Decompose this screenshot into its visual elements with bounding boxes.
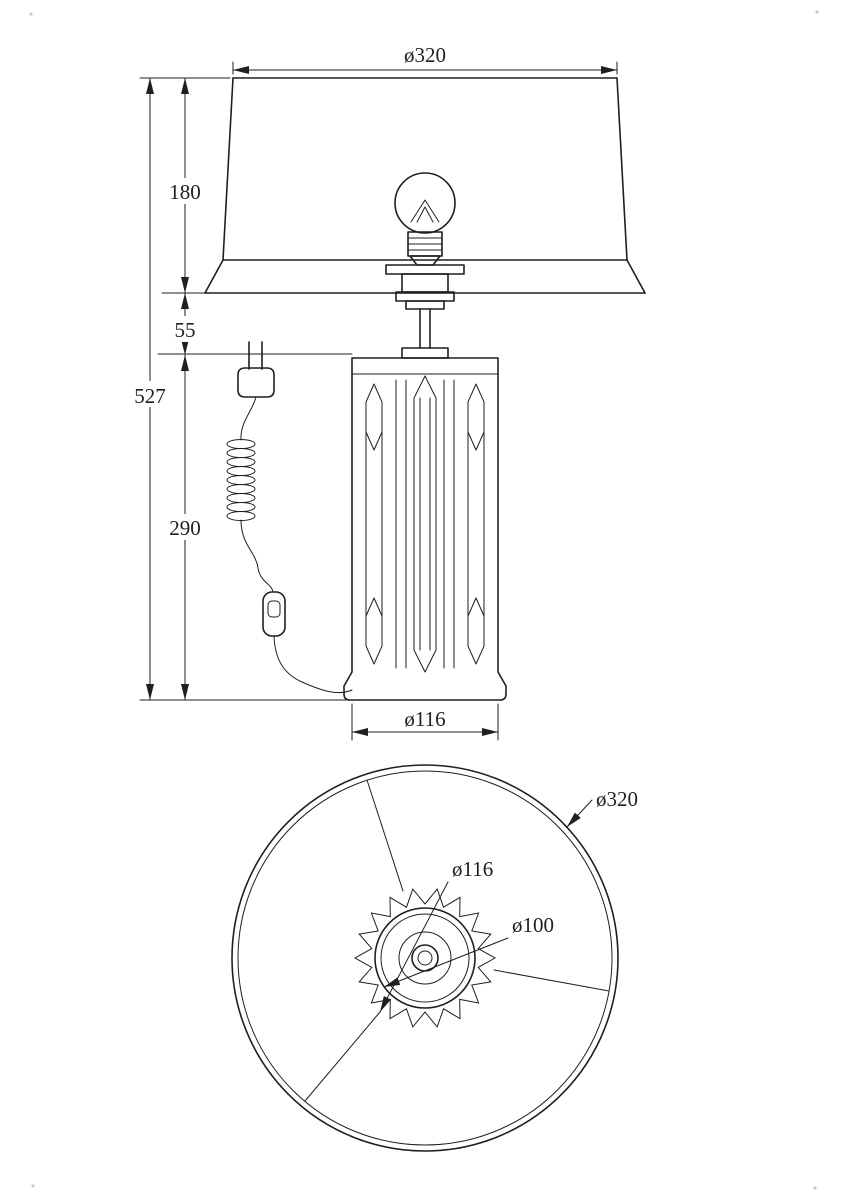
- power-cord: [226, 341, 353, 694]
- dim-text-neck-height: 55: [175, 318, 196, 342]
- top-plan-view: ø320 ø116 ø100: [231, 764, 638, 1152]
- bulb-filament: [410, 199, 440, 223]
- leader-body-diameter: [379, 881, 449, 1013]
- lamp-body-top: [353, 888, 497, 1028]
- dim-text-shade-height: 180: [169, 180, 201, 204]
- body-rib-right-inner: [443, 379, 455, 669]
- top-view-dimensions: ø320 ø116 ø100: [379, 787, 638, 1013]
- dim-text-body-height: 290: [169, 516, 201, 540]
- dim-text-shade-diameter: ø320: [404, 43, 446, 67]
- lamp-shade: [204, 77, 646, 294]
- leader-shade-diameter: [566, 799, 593, 828]
- body-rib-center: [413, 375, 437, 673]
- crystal-facet-ring: [353, 888, 497, 1028]
- power-plug: [237, 341, 275, 398]
- shade-outline-top: [231, 764, 619, 1152]
- dim-text-top-inner-diameter: ø100: [512, 913, 554, 937]
- lamp-body: [343, 357, 507, 701]
- leader-inner-diameter: [383, 937, 509, 988]
- body-rib-left-inner: [395, 379, 407, 669]
- inline-switch: [262, 591, 286, 637]
- dim-text-body-diameter: ø116: [404, 707, 445, 731]
- cord-segment-upper: [240, 396, 257, 441]
- corner-marks: [29, 10, 819, 1190]
- cord-coil: [226, 439, 256, 521]
- front-dimensions: ø320 180 55 527 290 ø116: [126, 43, 618, 741]
- dim-text-top-body-diameter: ø116: [452, 857, 493, 881]
- lamp-socket: [385, 264, 465, 310]
- inner-opening-circle: [374, 907, 476, 1009]
- body-rib-left-outer: [365, 383, 383, 665]
- shade-spider-spokes: [304, 779, 610, 1102]
- cord-segment-middle: [240, 519, 274, 593]
- cord-segment-lower: [273, 635, 353, 694]
- dim-text-total-height: 527: [134, 384, 166, 408]
- extension-lines: [139, 61, 618, 741]
- light-bulb: [394, 172, 456, 266]
- front-elevation-view: ø320 180 55 527 290 ø116: [126, 43, 646, 741]
- dim-text-top-shade-diameter: ø320: [596, 787, 638, 811]
- stem-rod: [401, 308, 449, 359]
- body-rib-right-outer: [467, 383, 485, 665]
